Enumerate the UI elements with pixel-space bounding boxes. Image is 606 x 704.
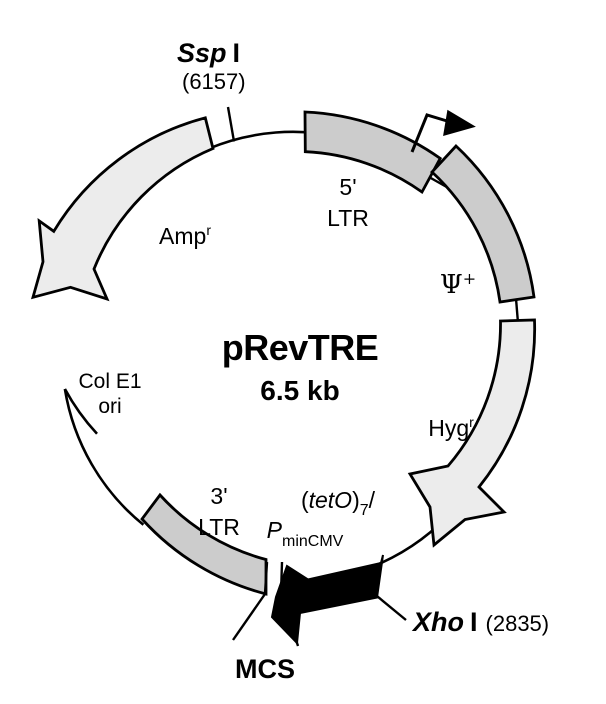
ltr3-label-line1: 3' (210, 483, 227, 509)
amp-arrow-shape (30, 116, 215, 302)
amp-label: Ampr (159, 222, 211, 249)
feature-hyg (407, 318, 537, 548)
psi-hyg-connector (514, 298, 520, 324)
psi-label: Ψ+ (440, 269, 476, 300)
tet-promoter-arrow-shape (270, 554, 384, 646)
page-title: pRevTRE (222, 327, 379, 368)
xho1-marker (371, 591, 407, 621)
mcs-label: MCS (235, 654, 295, 684)
hyg-arrow-shape (407, 318, 537, 548)
mcs-marker (232, 561, 300, 647)
promoter-arrowhead (443, 109, 476, 137)
ltr5-label-line2: LTR (327, 205, 369, 231)
ltr3-arc-shape (140, 492, 268, 596)
ltr5-label-line1: 5' (339, 174, 356, 200)
backbone-arc-left-lower (63, 388, 145, 526)
feature-tet-promoter (270, 554, 384, 646)
ltr5-arc-shape (303, 110, 443, 195)
feature-ltr3 (140, 492, 268, 596)
tet-promoter-label-line2: PminCMV (267, 517, 344, 550)
promoter-arrow-icon (410, 109, 476, 153)
plasmid-size-label: 6.5 kb (260, 375, 339, 406)
colE1-label-line2: ori (98, 395, 121, 418)
tet-promoter-label-line1: (tetO)7/ (301, 487, 376, 519)
colE1-label-line1: Col E1 (78, 370, 141, 393)
hyg-label: Hygr (428, 414, 474, 441)
ssp1-marker (226, 106, 236, 142)
ltr3-label-line2: LTR (198, 514, 240, 540)
feature-amp (30, 116, 215, 302)
ssp1-position: (6157) (182, 69, 246, 94)
feature-ltr5 (303, 110, 443, 195)
